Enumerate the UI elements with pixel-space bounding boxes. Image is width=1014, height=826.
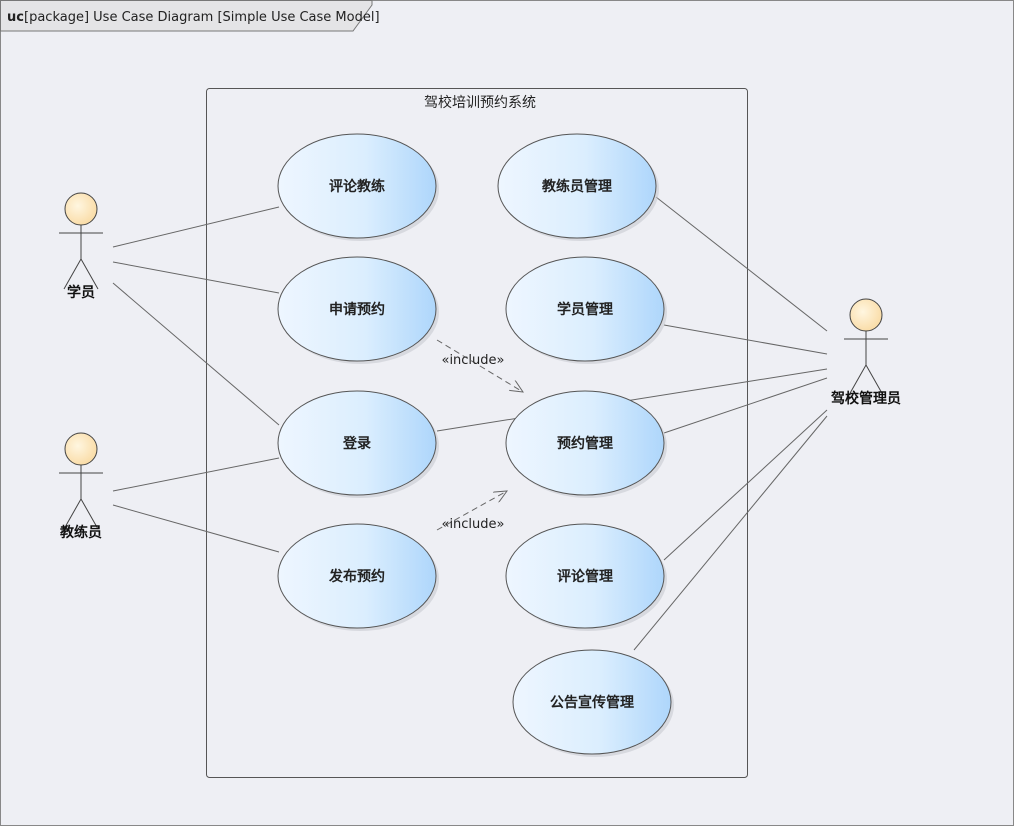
association-student-uc1[interactable]	[112, 206, 280, 248]
include-arrow-2[interactable]	[436, 491, 507, 531]
use-case-uc7[interactable]: 预约管理	[505, 390, 667, 498]
frame-keyword: uc	[7, 10, 24, 25]
use-case-uc9[interactable]: 公告宣传管理	[512, 649, 674, 757]
use-case-label: 学员管理	[557, 301, 613, 318]
actor-admin[interactable]: 驾校管理员	[830, 298, 901, 407]
association-coach-uc4[interactable]	[112, 504, 280, 553]
use-case-ellipse[interactable]	[505, 523, 665, 629]
use-case-ellipse[interactable]	[505, 256, 665, 362]
frame-tab	[0, 0, 373, 32]
system-boundary[interactable]	[206, 88, 748, 778]
use-case-label: 预约管理	[557, 435, 613, 452]
system-title: 驾校培训预约系统	[424, 94, 536, 111]
actor-body	[59, 225, 103, 290]
use-case-label: 评论教练	[329, 178, 385, 195]
use-case-ellipse[interactable]	[277, 256, 437, 362]
use-case-label: 申请预约	[329, 301, 385, 318]
use-case-ellipse[interactable]	[512, 649, 672, 755]
use-case-label: 登录	[342, 435, 371, 452]
use-case-uc1[interactable]: 评论教练	[277, 133, 439, 241]
actor-label: 教练员	[60, 524, 102, 541]
use-case-label: 教练员管理	[542, 178, 612, 195]
use-case-ellipse[interactable]	[277, 133, 437, 239]
association-admin-uc6[interactable]	[663, 324, 828, 355]
association-admin-uc7[interactable]	[663, 377, 828, 434]
use-case-ellipse[interactable]	[277, 523, 437, 629]
actor-label: 学员	[67, 284, 95, 301]
association-admin-uc8[interactable]	[663, 409, 828, 561]
association-admin-uc5[interactable]	[655, 196, 828, 332]
frame-title: [package] Use Case Diagram [Simple Use C…	[24, 10, 380, 25]
actor-label: 驾校管理员	[830, 390, 901, 407]
actor-head	[64, 192, 98, 226]
association-student-uc3[interactable]	[112, 282, 280, 426]
association-admin-uc3[interactable]	[436, 368, 828, 432]
use-case-uc3[interactable]: 登录	[277, 390, 439, 498]
association-coach-uc3[interactable]	[112, 457, 280, 492]
actor-student[interactable]: 学员	[59, 192, 103, 301]
use-case-label: 公告宣传管理	[550, 694, 634, 711]
include-arrow-1[interactable]	[436, 339, 523, 392]
use-case-label: 评论管理	[557, 568, 613, 585]
use-case-uc2[interactable]: 申请预约	[277, 256, 439, 364]
use-case-ellipse[interactable]	[505, 390, 665, 496]
include-label-2: «include»	[441, 517, 504, 532]
use-case-label: 发布预约	[328, 568, 385, 585]
use-case-uc8[interactable]: 评论管理	[505, 523, 667, 631]
use-case-uc4[interactable]: 发布预约	[277, 523, 439, 631]
actor-body	[844, 331, 888, 396]
association-student-uc2[interactable]	[112, 261, 280, 294]
actor-head	[64, 432, 98, 466]
include-label-1: «include»	[441, 353, 504, 368]
use-case-uc6[interactable]: 学员管理	[505, 256, 667, 364]
actor-head	[849, 298, 883, 332]
use-case-ellipse[interactable]	[277, 390, 437, 496]
associations	[112, 196, 828, 651]
association-admin-uc9[interactable]	[633, 415, 828, 651]
use-case-ellipse[interactable]	[497, 133, 657, 239]
actor-body	[59, 465, 103, 530]
use-case-uc5[interactable]: 教练员管理	[497, 133, 659, 241]
actor-coach[interactable]: 教练员	[59, 432, 103, 541]
